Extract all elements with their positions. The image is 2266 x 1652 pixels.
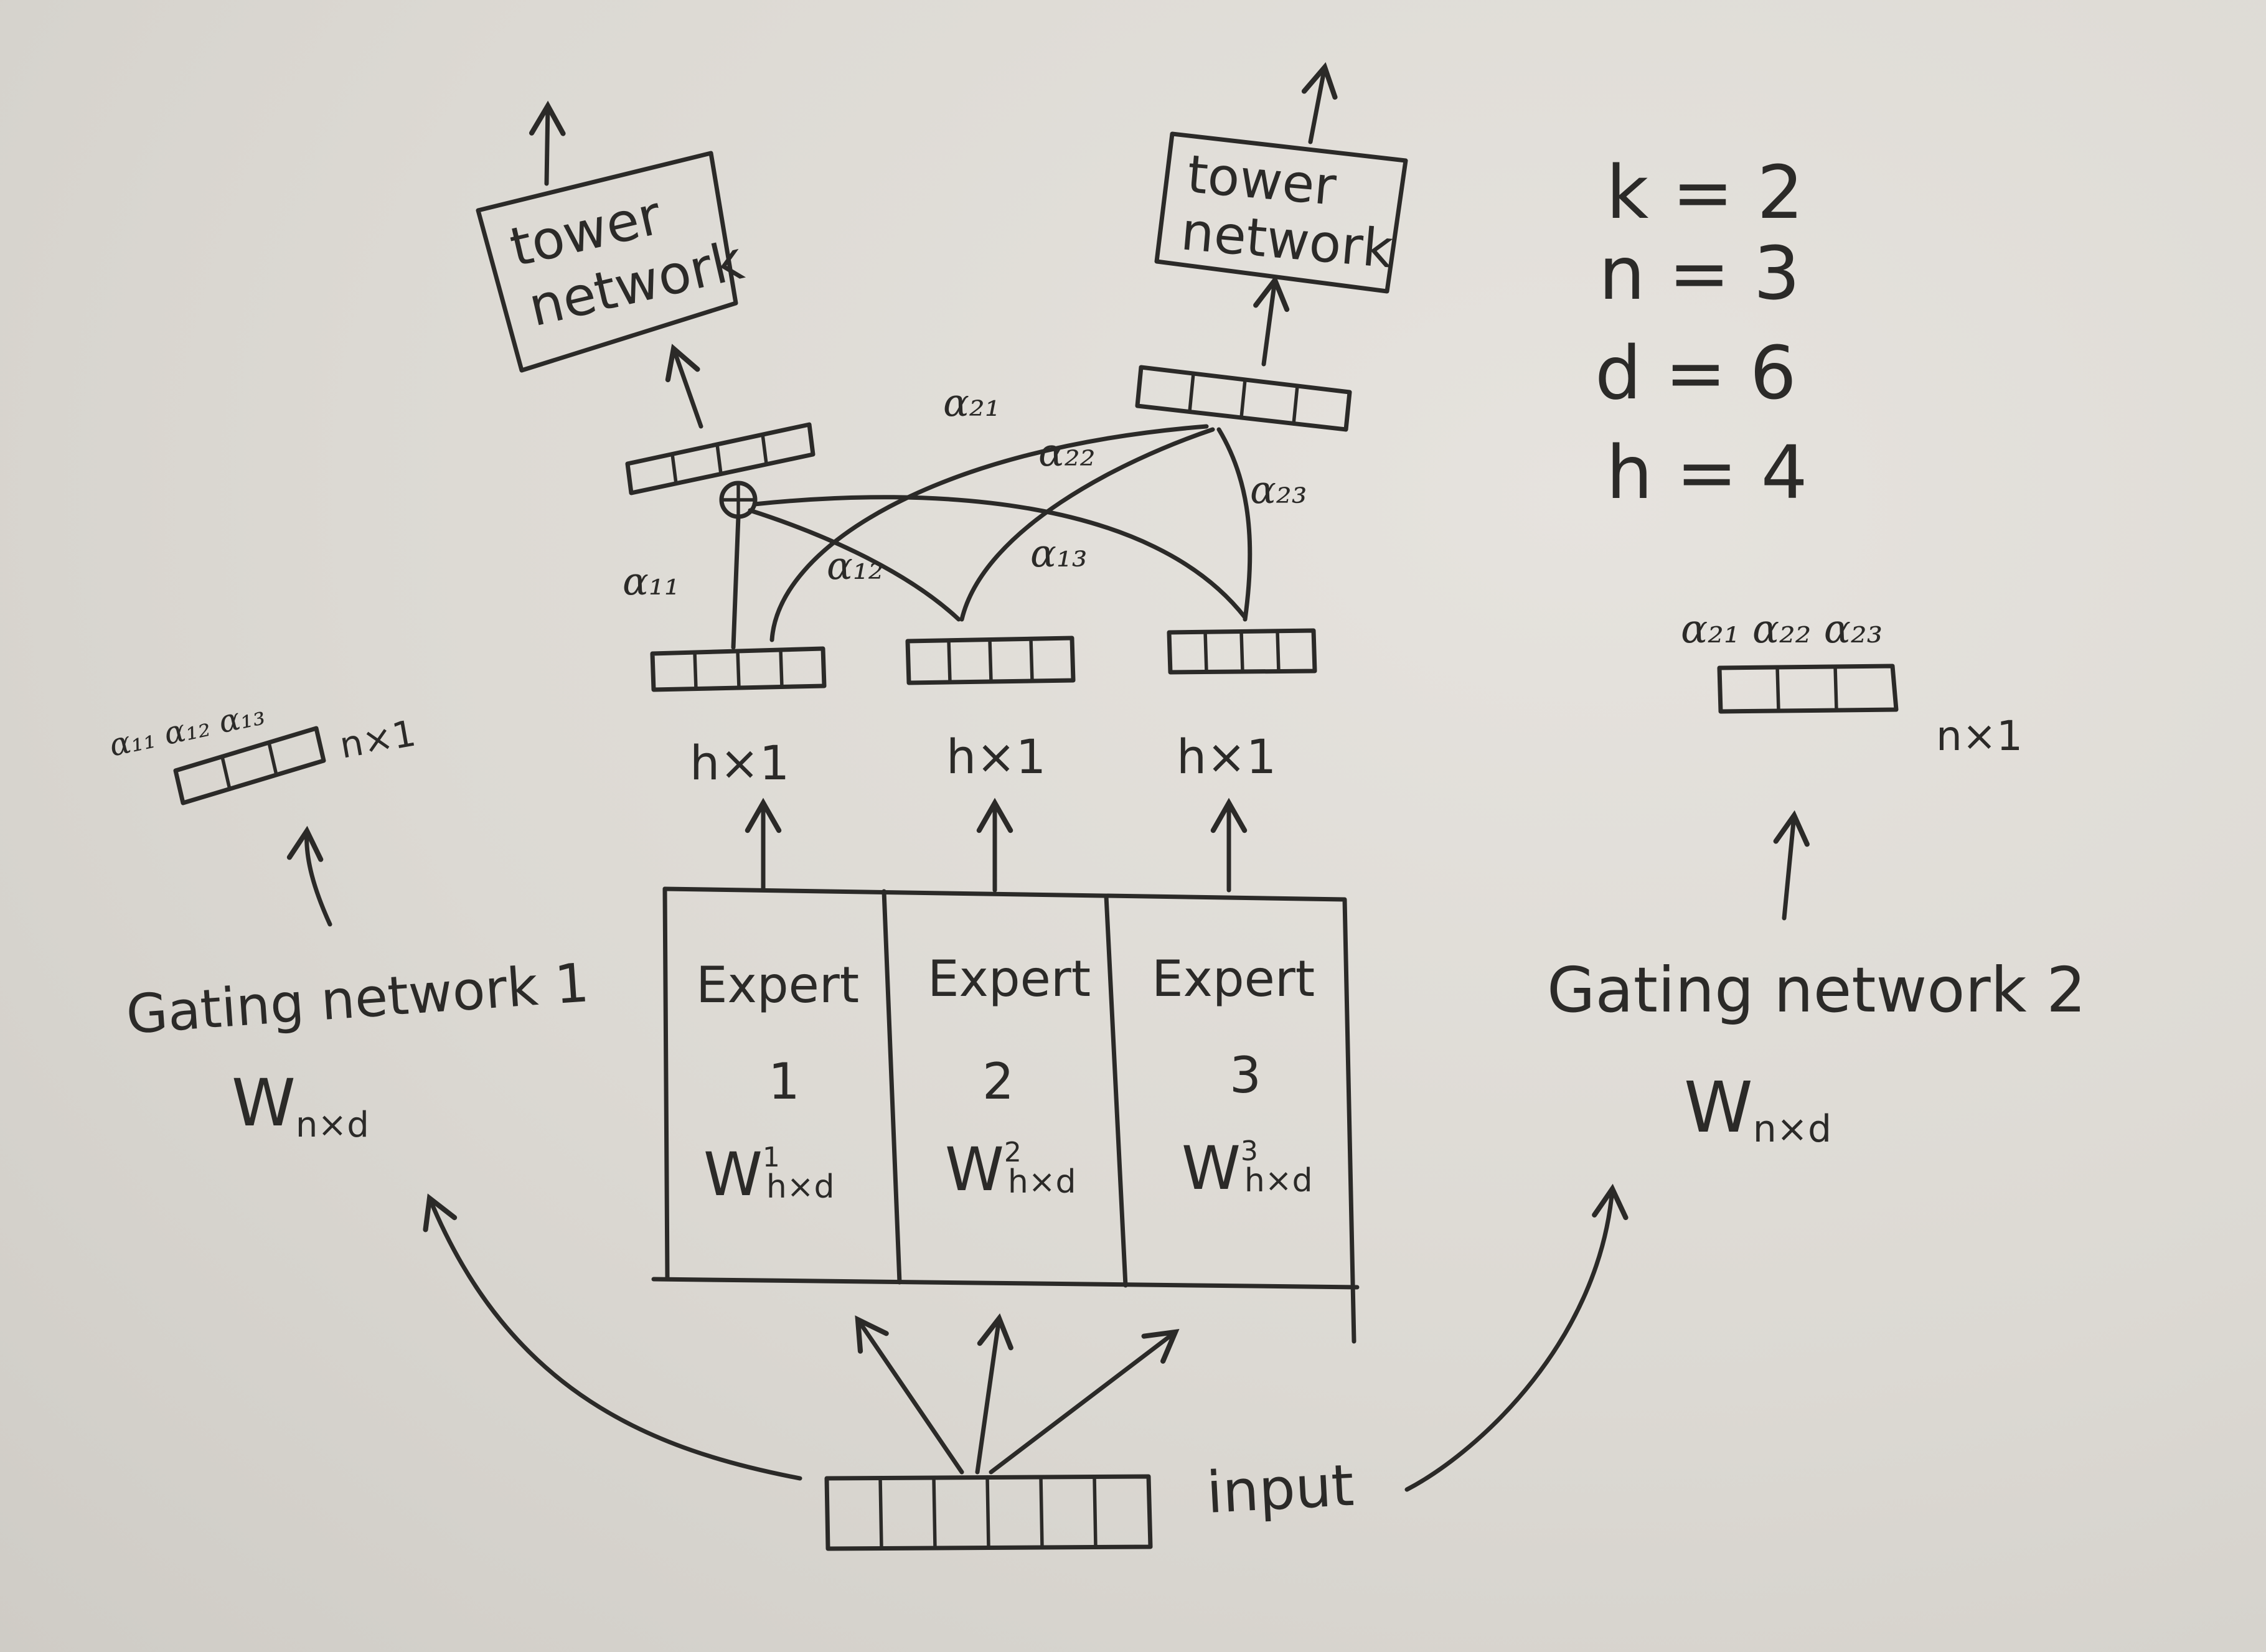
- curve-alpha-12: [748, 508, 961, 622]
- alpha-labels: α₁₁ α₁₂ α₁₃ α₂₁ α₂₂ α₂₃: [623, 380, 1307, 604]
- input-to-expert-2-arrow: [975, 1313, 1013, 1475]
- param-h: h = 4: [1606, 429, 1808, 515]
- expert-3-title: Expert: [1152, 950, 1315, 1008]
- cell-divider: [670, 453, 678, 486]
- param-n: n = 3: [1599, 230, 1800, 316]
- input-to-expert-3-arrow: [989, 1329, 1180, 1475]
- expert-3-number: 3: [1229, 1046, 1261, 1104]
- cell-divider: [985, 1476, 990, 1549]
- expert-3-output-vector: [1167, 628, 1317, 675]
- cell-divider: [1292, 384, 1299, 426]
- cell-divider: [878, 1476, 883, 1550]
- curve-alpha-22: [959, 427, 1215, 622]
- experts-block: [651, 886, 1360, 1344]
- gating-network-1: Gating network 1 Wn×d: [124, 952, 591, 1145]
- expert-2-dim-label: h×1: [946, 729, 1046, 784]
- expert-2-number: 2: [982, 1053, 1014, 1110]
- expert-1-dim-label: h×1: [690, 735, 789, 791]
- gate-2-output-vector: α₂₁ α₂₂ α₂₃ n×1: [1681, 606, 2023, 760]
- input-label: input: [1205, 1452, 1356, 1526]
- alpha-11-label: α₁₁: [623, 558, 680, 604]
- input-to-gating-2-arrow: [1404, 1183, 1629, 1492]
- expert-3-dim-label: h×1: [1177, 729, 1276, 784]
- gating-1-up-arrow: [286, 825, 332, 927]
- weighted-connections: [731, 424, 1253, 650]
- gating-1-weight: Wn×d: [232, 1065, 369, 1145]
- tower-2-box: [1154, 131, 1408, 294]
- gate-1-dim-label: n×1: [337, 712, 419, 767]
- combined-vector-1: [625, 422, 816, 495]
- cell-divider: [932, 1476, 937, 1550]
- cell-divider: [1239, 378, 1247, 420]
- cell-divider: [1775, 665, 1780, 713]
- gate-1-output-vector: α₁₁ α₁₂ α₁₃ n×1: [106, 695, 419, 805]
- curve-alpha-23: [1216, 427, 1253, 622]
- cell-divider: [220, 755, 232, 791]
- cell-divider: [1039, 1475, 1044, 1549]
- experts-block-left: [662, 886, 670, 1280]
- combined-vector-2-box: [1135, 365, 1352, 432]
- experts-block-top-right: [662, 886, 1356, 1344]
- tower-1-box: [476, 151, 738, 373]
- input-to-expert-1-arrow: [855, 1315, 964, 1475]
- gating-network-2: Gating network 2 Wn×d: [1547, 954, 2086, 1151]
- curve-alpha-21: [769, 424, 1209, 642]
- expert-1-title: Expert: [696, 956, 859, 1014]
- param-k: k = 2: [1606, 149, 1803, 235]
- param-d: d = 6: [1595, 330, 1797, 416]
- curve-alpha-13: [752, 495, 1248, 620]
- input-vector: [824, 1474, 1153, 1551]
- cell-divider: [267, 741, 278, 777]
- expert-1-number: 1: [768, 1053, 800, 1110]
- cell-divider: [1093, 1475, 1098, 1549]
- alpha-22-label: α₂₂: [1038, 429, 1096, 475]
- experts-divider-1: [881, 889, 902, 1285]
- combined-vector-2: [1135, 365, 1352, 432]
- gate-2-vector-box: [1717, 664, 1899, 714]
- gate-2-alpha-labels: α₂₁ α₂₂ α₂₃: [1681, 606, 1883, 652]
- expert-output-dims: h×1 h×1 h×1: [690, 729, 1276, 791]
- tower-1-output-arrow: [529, 100, 566, 186]
- curve-alpha-11: [731, 514, 741, 650]
- cell-divider: [1188, 372, 1195, 413]
- cell-divider: [715, 443, 723, 476]
- combined-2-to-tower-2-arrow: [1253, 275, 1290, 367]
- tower-2-label-line1: tower: [1185, 143, 1338, 217]
- gating-2-title: Gating network 2: [1547, 954, 2086, 1026]
- tower-2-output-arrow: [1301, 62, 1338, 144]
- parameters: k = 2 n = 3 d = 6 h = 4: [1595, 149, 1808, 515]
- gate-2-dim-label: n×1: [1936, 712, 2023, 760]
- input-to-gating-1-arrow: [423, 1193, 802, 1481]
- expert-1-output-vector: [650, 646, 827, 692]
- combined-1-to-tower-1-arrow: [665, 344, 703, 429]
- experts-block-bottom: [651, 1277, 1360, 1290]
- expert-2-title: Expert: [928, 950, 1091, 1008]
- expert-2-output-vector: [905, 636, 1076, 685]
- tower-network-1: tower network: [476, 151, 749, 373]
- gate-1-alpha-labels: α₁₁ α₁₂ α₁₃: [106, 695, 268, 763]
- cell-divider: [1833, 665, 1838, 712]
- alpha-12-label: α₁₂: [827, 543, 884, 588]
- combined-vector-1-box: [625, 422, 816, 495]
- gating-2-weight: Wn×d: [1684, 1068, 1831, 1151]
- cell-divider: [761, 433, 768, 466]
- alpha-21-label: α₂₁: [943, 380, 1000, 425]
- tower-network-2: tower network: [1154, 131, 1408, 294]
- experts-divider-2: [1104, 894, 1128, 1288]
- gating-1-title: Gating network 1: [124, 952, 591, 1046]
- alpha-13-label: α₁₃: [1030, 530, 1088, 576]
- alpha-23-label: α₂₃: [1250, 467, 1307, 512]
- gating-2-up-arrow: [1773, 810, 1810, 921]
